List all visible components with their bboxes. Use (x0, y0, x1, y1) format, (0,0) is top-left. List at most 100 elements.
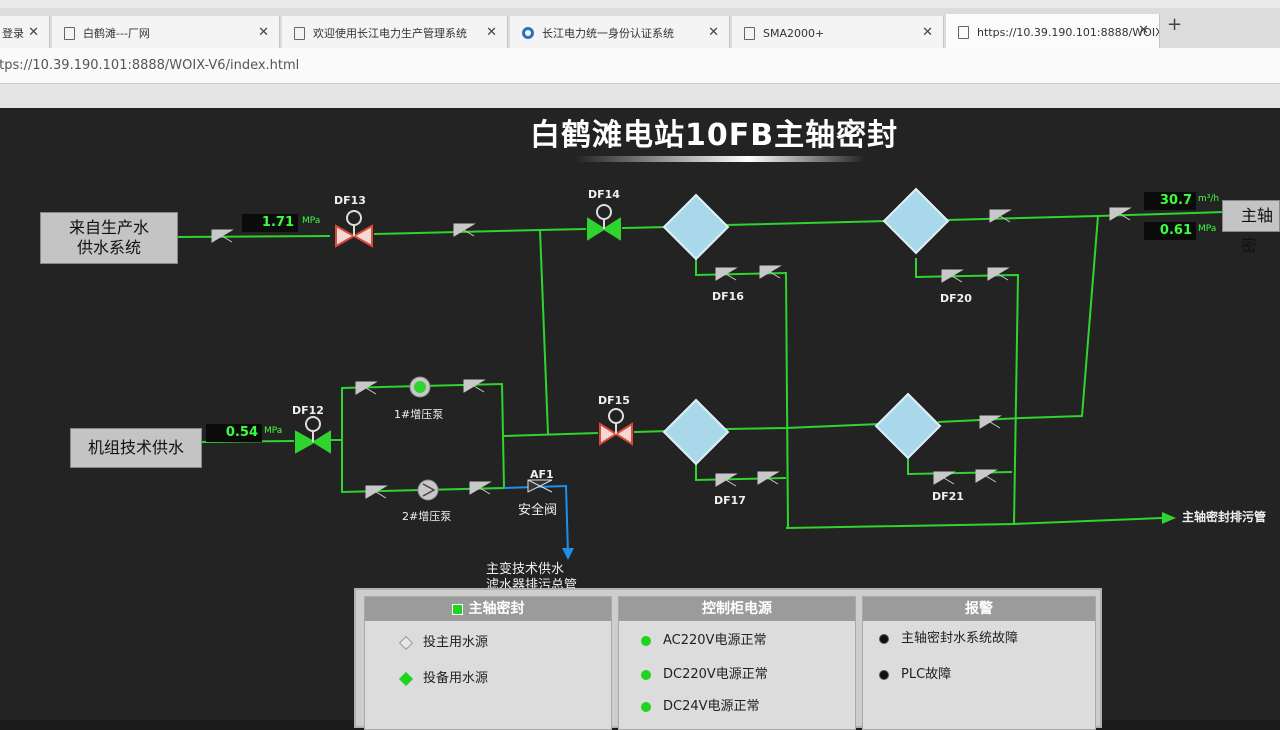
tab-label: 登录 (2, 27, 24, 40)
legend-alarm: 报警 主轴密封水系统故障 PLC故障 (862, 596, 1096, 730)
filter-units (662, 187, 950, 466)
filter-top-2[interactable] (882, 187, 950, 255)
valve-af1-label: AF1 (530, 468, 554, 481)
arrow-right-icon (1162, 512, 1176, 524)
close-icon[interactable]: ✕ (28, 25, 39, 40)
unit-tech-pressure-unit: MPa (264, 426, 283, 436)
page-icon (294, 26, 305, 40)
page-icon (744, 26, 755, 40)
unit-tech-pressure-value: 0.54 (206, 424, 262, 442)
tab-bar: 登录 ✕ 白鹤滩---厂网 ✕ 欢迎使用长江电力生产管理系统 ✕ 长江电力统一身… (0, 8, 1280, 50)
arrow-down-icon (562, 548, 574, 560)
close-icon[interactable]: ✕ (922, 25, 933, 40)
manual-valves (211, 207, 1132, 499)
valve-df14-label: DF14 (588, 188, 620, 201)
source-production-water: 来自生产水 供水系统 (40, 212, 178, 264)
filter-top-1[interactable] (662, 193, 730, 261)
scada-view: 白鹤滩电站10FB主轴密封 (0, 108, 1280, 730)
pump-2[interactable] (417, 479, 439, 501)
legend-item: PLC故障 (879, 663, 951, 682)
legend-item: 主轴密封水系统故障 (879, 627, 1018, 646)
valve-df15-label: DF15 (598, 394, 630, 407)
legend-alarm-header: 报警 (863, 597, 1095, 621)
process-diagram (177, 187, 1225, 560)
address-bar[interactable]: ttps://10.39.190.101:8888/WOIX-V6/index.… (0, 48, 1280, 84)
valve-df13[interactable] (335, 210, 373, 248)
filter-bottom-1[interactable] (662, 398, 730, 466)
legend-power: 控制柜电源 AC220V电源正常 DC220V电源正常 DC24V电源正常 (618, 596, 856, 730)
status-dot-icon (641, 669, 651, 680)
tab-production-mgmt[interactable]: 欢迎使用长江电力生产管理系统 ✕ (282, 16, 508, 50)
legend-power-header: 控制柜电源 (619, 597, 855, 621)
diamond-icon (398, 671, 414, 686)
valve-df13-label: DF13 (334, 194, 366, 207)
shaft-drain-label: 主轴密封排污管 (1182, 510, 1267, 524)
production-pressure-value: 1.71 (242, 214, 298, 232)
close-icon[interactable]: ✕ (258, 25, 269, 40)
tab-label: 长江电力统一身份认证系统 (542, 27, 674, 40)
legend-seal: 主轴密封 投主用水源 投备用水源 (364, 596, 612, 730)
pump-2-label: 2#增压泵 (402, 510, 452, 523)
tab-sma2000[interactable]: SMA2000+ ✕ (732, 16, 944, 50)
tab-label: https://10.39.190.101:8888/WOIX (977, 25, 1160, 39)
pipe-pump-loop (341, 382, 506, 494)
valve-df15[interactable] (599, 408, 633, 446)
pipe-bottom-main (503, 215, 1099, 437)
valve-df20-label: DF20 (940, 292, 972, 305)
page-icon (64, 26, 75, 40)
valve-df14[interactable] (587, 204, 621, 241)
filter-bottom-2[interactable] (874, 392, 942, 460)
status-dot-icon (879, 633, 889, 644)
close-icon[interactable]: ✕ (486, 25, 497, 40)
outlet-pressure-unit: MPa (1198, 224, 1217, 234)
safety-valve-label: 安全阀 (518, 503, 558, 518)
page-icon (958, 25, 969, 39)
status-dot-icon (879, 669, 889, 680)
close-icon[interactable]: ✕ (1138, 23, 1149, 38)
valve-df17-label: DF17 (714, 494, 746, 507)
status-dot-icon (641, 635, 651, 646)
diamond-icon (398, 635, 414, 650)
pipe-drain-out (1013, 517, 1163, 525)
legend-seal-header: 主轴密封 (365, 597, 611, 621)
browser-chrome: 登录 ✕ 白鹤滩---厂网 ✕ 欢迎使用长江电力生产管理系统 ✕ 长江电力统一身… (0, 0, 1280, 122)
status-legend-panel: 主轴密封 投主用水源 投备用水源 控制柜电源 AC220V电源正常 DC220V… (354, 588, 1102, 730)
legend-item: AC220V电源正常 (641, 629, 766, 648)
outlet-flow-unit: m³/h (1198, 194, 1220, 204)
pipe-bottom-branches (695, 451, 1013, 482)
valve-df21-label: DF21 (932, 490, 964, 503)
valve-df16-label: DF16 (712, 290, 744, 303)
tab-label: SMA2000+ (763, 26, 825, 40)
tab-login[interactable]: 登录 ✕ (0, 16, 50, 50)
pipe-network (177, 211, 1225, 529)
site-logo-icon (522, 27, 534, 39)
legend-item: 投主用水源 (398, 631, 488, 650)
close-icon[interactable]: ✕ (708, 25, 719, 40)
pump-1[interactable] (409, 376, 431, 398)
valve-df12[interactable] (295, 416, 331, 454)
pipe-top-branches (695, 255, 1020, 529)
title-underline (575, 156, 865, 162)
dest-main-shaft: 主轴密 (1222, 200, 1280, 255)
tab-woix-active[interactable]: https://10.39.190.101:8888/WOIX ✕ (946, 14, 1160, 50)
seal-status-square-icon (451, 603, 463, 615)
page-title: 白鹤滩电站10FB主轴密封 (530, 118, 899, 153)
pipe-connector (539, 229, 549, 435)
new-tab-button[interactable]: + (1167, 14, 1183, 35)
status-dot-icon (641, 701, 651, 712)
tab-label: 欢迎使用长江电力生产管理系统 (313, 27, 467, 40)
tab-label: 白鹤滩---厂网 (83, 27, 150, 40)
legend-item: DC220V电源正常 (641, 663, 768, 682)
tab-plant-network[interactable]: 白鹤滩---厂网 ✕ (52, 16, 280, 50)
legend-item: 投备用水源 (398, 667, 488, 686)
valve-df12-label: DF12 (292, 404, 324, 417)
outlet-flow-value: 30.7 (1144, 192, 1196, 210)
pipe-safety-drain (503, 484, 569, 555)
outlet-pressure-value: 0.61 (1144, 222, 1196, 240)
tab-identity-auth[interactable]: 长江电力统一身份认证系统 ✕ (510, 16, 730, 50)
address-text: ttps://10.39.190.101:8888/WOIX-V6/index.… (0, 58, 300, 73)
source-unit-tech-water: 机组技术供水 (70, 428, 202, 468)
pump-1-label: 1#增压泵 (394, 408, 444, 421)
production-pressure-unit: MPa (302, 216, 321, 226)
legend-item: DC24V电源正常 (641, 695, 760, 714)
